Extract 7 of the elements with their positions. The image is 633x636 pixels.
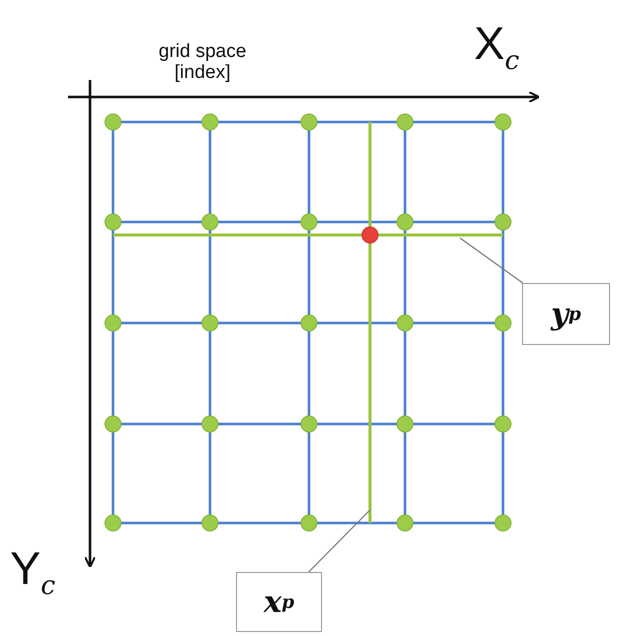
leader-line (308, 510, 370, 572)
grid-line (113, 234, 503, 236)
leader-line (460, 238, 524, 284)
axis-label: X$_{c}$ (474, 18, 520, 76)
axis-title: grid space [index] (158, 42, 248, 84)
axis-label: Y$_{c}$ (10, 543, 56, 601)
grid-line (368, 122, 372, 523)
